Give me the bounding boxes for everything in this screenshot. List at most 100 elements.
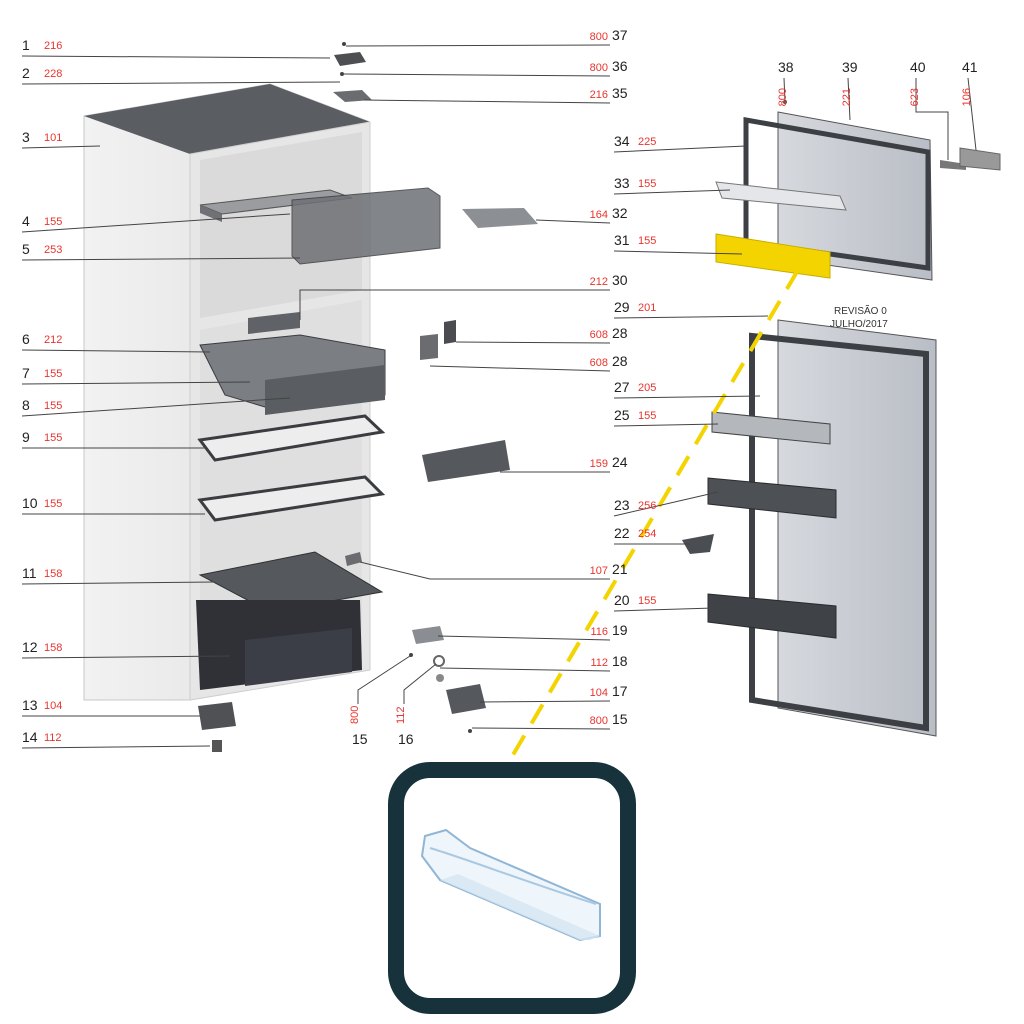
part-number-18-10: 18	[612, 653, 628, 669]
leader-17-11	[479, 700, 611, 703]
part-code-35-2: 216	[590, 89, 608, 101]
part-code-15-12: 800	[590, 715, 608, 727]
door-part-code-34: 225	[638, 136, 656, 148]
leader-18-10	[439, 667, 611, 672]
part-code-28-5: 608	[590, 329, 608, 341]
part-code-21-8: 107	[590, 565, 608, 577]
top-part-code-39: 221	[841, 88, 853, 106]
bottom-part-number-15: 15	[352, 731, 368, 747]
bottom-part-number-16: 16	[398, 731, 414, 747]
top-part-number-38: 38	[778, 59, 794, 75]
door-leader-25	[613, 423, 719, 427]
bottom-leader-16	[403, 663, 437, 704]
part-code-3: 101	[44, 132, 62, 144]
part-number-9: 9	[22, 429, 30, 445]
leader-1	[21, 55, 331, 59]
highlight-bin	[715, 233, 831, 279]
door-part-number-27: 27	[614, 379, 630, 395]
fridge-door-drawing	[682, 319, 937, 737]
door-leader-33	[613, 189, 731, 195]
door-part-code-22: 254	[638, 528, 656, 540]
part-code-12: 158	[44, 642, 62, 654]
part-code-18-10: 112	[590, 657, 608, 669]
part-code-19-9: 116	[590, 626, 608, 638]
door-part-code-29: 201	[638, 302, 656, 314]
part-code-37-0: 800	[590, 31, 608, 43]
part-number-37-0: 37	[612, 27, 628, 43]
part-number-5: 5	[22, 241, 30, 257]
crisper-drawing	[196, 551, 384, 690]
door-part-code-27: 205	[638, 382, 656, 394]
door-part-number-20: 20	[614, 592, 630, 608]
top-part-code-40: 623	[909, 88, 921, 106]
part-code-17-11: 104	[590, 687, 608, 699]
leader-28-5	[455, 341, 611, 344]
part-code-8: 155	[44, 400, 62, 412]
door-part-number-33: 33	[614, 175, 630, 191]
part-code-11: 158	[44, 568, 62, 580]
part-code-36-1: 800	[590, 62, 608, 74]
leader-15-12	[471, 727, 611, 730]
freezer-door-drawing	[715, 100, 1001, 281]
leader-4	[21, 213, 291, 233]
door-part-number-25: 25	[614, 407, 630, 423]
part-code-6: 212	[44, 334, 62, 346]
leader-11	[21, 581, 216, 585]
leader-12	[21, 655, 231, 659]
leader-6	[21, 349, 211, 353]
leader-32-3	[535, 219, 611, 224]
top-leader-40	[915, 78, 949, 160]
door-part-number-23: 23	[614, 497, 630, 513]
leader-lines	[21, 44, 977, 749]
door-part-code-23: 256	[638, 500, 656, 512]
leader-35-2	[363, 99, 611, 104]
part-number-17-11: 17	[612, 683, 628, 699]
part-number-24-7: 24	[612, 454, 628, 470]
part-number-28-6: 28	[612, 353, 628, 369]
part-number-8: 8	[22, 397, 30, 413]
leader-5	[21, 257, 301, 261]
part-number-36-1: 36	[612, 58, 628, 74]
small-parts-drawing	[198, 42, 538, 752]
part-number-35-2: 35	[612, 85, 628, 101]
leader-28-6	[429, 365, 611, 372]
part-number-3: 3	[22, 129, 30, 145]
top-part-number-41: 41	[962, 59, 978, 75]
part-code-7: 155	[44, 368, 62, 380]
bottom-part-code-15: 800	[349, 706, 361, 724]
part-code-10: 155	[44, 498, 62, 510]
part-number-2: 2	[22, 65, 30, 81]
door-part-number-22: 22	[614, 525, 630, 541]
part-code-13: 104	[44, 700, 62, 712]
top-part-number-39: 39	[842, 59, 858, 75]
door-leader-20	[613, 607, 715, 612]
top-leader-38	[783, 77, 786, 103]
revision-line2: JULHO/2017	[830, 319, 888, 330]
part-code-1: 216	[44, 40, 62, 52]
door-part-code-20: 155	[638, 595, 656, 607]
part-number-6: 6	[22, 331, 30, 347]
cabinet-top	[84, 84, 370, 154]
part-number-28-5: 28	[612, 325, 628, 341]
door-part-code-25: 155	[638, 410, 656, 422]
part-number-30-4: 30	[612, 272, 628, 288]
door-part-number-29: 29	[614, 299, 630, 315]
part-number-19-9: 19	[612, 622, 628, 638]
zoom-inset	[388, 762, 636, 1014]
top-leader-39	[847, 77, 851, 121]
leader-21-8	[359, 561, 610, 580]
top-leader-41	[967, 77, 977, 151]
top-part-code-38: 800	[777, 88, 789, 106]
door-leader-27	[613, 395, 761, 399]
part-number-11: 11	[22, 565, 37, 581]
part-number-21-8: 21	[612, 561, 628, 577]
leader-14	[21, 745, 211, 749]
part-code-32-3: 164	[590, 209, 608, 221]
door-leader-34	[613, 145, 747, 153]
leader-36-1	[343, 73, 611, 77]
door-leader-23	[613, 491, 719, 517]
door-leader-31	[613, 250, 743, 255]
part-code-30-4: 212	[590, 276, 608, 288]
part-code-2: 228	[44, 68, 62, 80]
